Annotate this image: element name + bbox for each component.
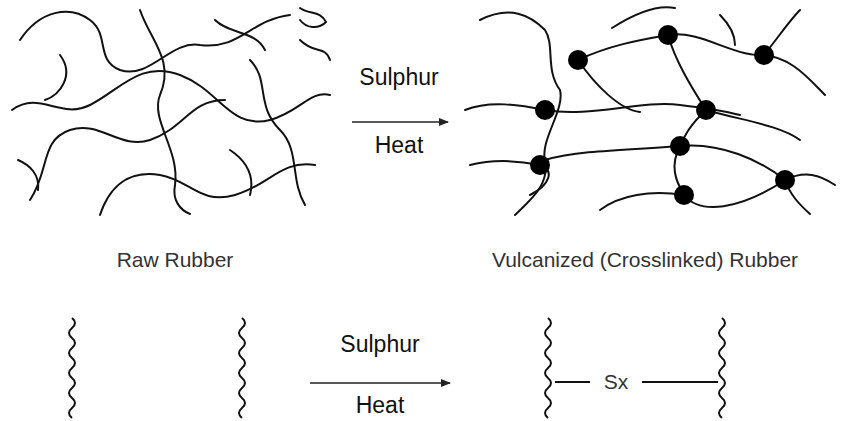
state-label: Raw Rubber [117,248,234,271]
polymer-chain [69,318,75,418]
reagent-label: Sulphur [340,332,419,357]
reagent-label: Sulphur [359,65,438,90]
polymer-chains [69,318,725,418]
condition-label: Heat [356,394,405,419]
condition-label: Heat [375,133,424,158]
polymer-chain [545,318,551,418]
raw-rubber-chains [12,8,330,215]
polymer-chain [719,318,725,418]
bond-label: Sx [601,370,632,393]
reaction-arrow [352,121,448,123]
polymer-chain [239,318,245,418]
crosslink-line [642,381,718,383]
crosslink-line [555,381,590,383]
crosslinked-chains [465,7,835,215]
crosslink-dots [530,25,795,205]
reaction-arrow [310,382,450,384]
state-label: Vulcanized (Crosslinked) Rubber [492,248,798,271]
